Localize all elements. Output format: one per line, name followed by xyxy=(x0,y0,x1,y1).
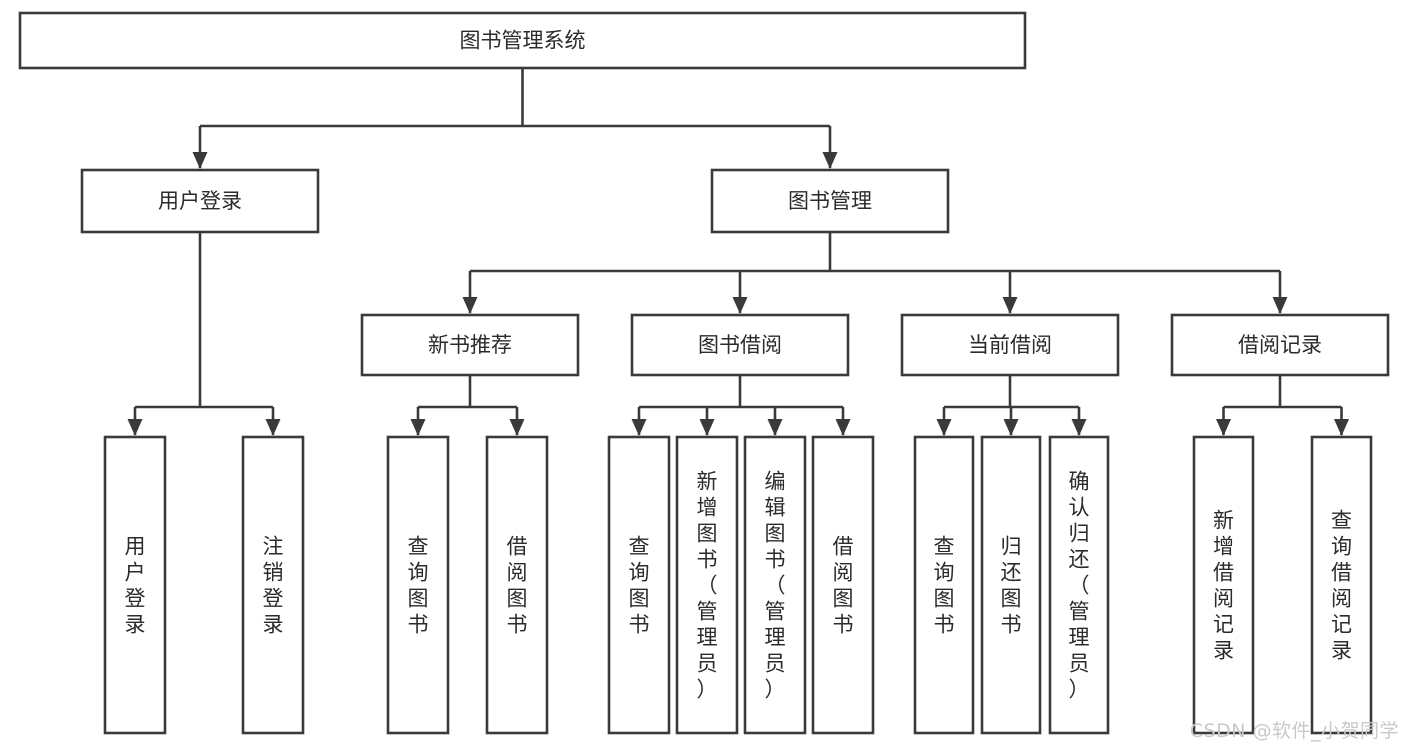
arrow-borrow-record-to-leaf-query-borrow-record xyxy=(1334,419,1349,436)
arrow-user-login-to-leaf-user-logout xyxy=(265,419,281,436)
node-box-book-borrow[interactable] xyxy=(630,313,850,377)
node-label-leaf-query-book-current: 查询图书 xyxy=(934,534,955,636)
arrow-borrow-record-to-leaf-add-borrow-record xyxy=(1216,419,1231,436)
arrow-user-login-to-leaf-user-login xyxy=(127,419,143,436)
arrow-root-to-user-login xyxy=(192,152,208,169)
node-leaf-query-book-current[interactable]: 查询图书 xyxy=(913,435,975,735)
node-label-leaf-user-login: 用户登录 xyxy=(125,534,146,636)
node-label-leaf-add-book-admin: 新增图书（管理员） xyxy=(697,469,718,701)
node-borrow-record[interactable]: 借阅记录 xyxy=(1170,313,1390,377)
node-label-root: 图书管理系统 xyxy=(460,29,586,53)
arrow-current-borrow-to-leaf-confirm-return-admin xyxy=(1071,419,1087,436)
arrow-bookmgmt-to-borrow-record xyxy=(1272,297,1288,314)
node-book-borrow[interactable]: 图书借阅 xyxy=(630,313,850,377)
arrow-book-borrow-to-leaf-add-book-admin xyxy=(699,419,715,436)
node-leaf-return-book[interactable]: 归还图书 xyxy=(980,435,1042,735)
node-box-leaf-query-book-current[interactable] xyxy=(913,435,975,735)
node-leaf-user-login[interactable]: 用户登录 xyxy=(103,435,167,735)
node-box-leaf-confirm-return-admin[interactable] xyxy=(1048,435,1110,735)
arrow-book-borrow-to-leaf-query-book-borrow xyxy=(631,419,647,436)
node-label-leaf-user-logout: 注销登录 xyxy=(263,534,284,636)
arrow-root-to-book-management xyxy=(822,152,838,169)
node-leaf-borrow-book-recommend[interactable]: 借阅图书 xyxy=(485,435,549,735)
node-label-leaf-query-borrow-record: 查询借阅记录 xyxy=(1331,508,1352,662)
node-box-leaf-user-logout[interactable] xyxy=(241,435,305,735)
node-box-leaf-add-book-admin[interactable] xyxy=(675,435,739,735)
node-label-borrow-record: 借阅记录 xyxy=(1238,333,1322,357)
node-leaf-edit-book-admin[interactable]: 编辑图书（管理员） xyxy=(743,435,807,735)
arrow-book-borrow-to-leaf-borrow-book xyxy=(835,419,851,436)
node-box-user-login[interactable] xyxy=(80,168,320,234)
arrow-new-book-recommend-to-leaf-borrow-book-recommend xyxy=(509,419,525,436)
node-user-login[interactable]: 用户登录 xyxy=(80,168,320,234)
node-label-leaf-return-book: 归还图书 xyxy=(1001,534,1022,636)
node-current-borrow[interactable]: 当前借阅 xyxy=(900,313,1120,377)
node-label-leaf-confirm-return-admin: 确认归还（管理员） xyxy=(1069,469,1090,701)
node-book-management[interactable]: 图书管理 xyxy=(710,168,950,234)
node-box-leaf-borrow-book-recommend[interactable] xyxy=(485,435,549,735)
arrow-book-borrow-to-leaf-edit-book-admin xyxy=(767,419,783,436)
node-box-leaf-borrow-book[interactable] xyxy=(811,435,875,735)
connector-layer xyxy=(127,68,1349,436)
arrow-new-book-recommend-to-leaf-query-book-recommend xyxy=(410,419,426,436)
node-box-leaf-query-book-recommend[interactable] xyxy=(386,435,450,735)
arrow-bookmgmt-to-current-borrow xyxy=(1002,297,1018,314)
node-box-current-borrow[interactable] xyxy=(900,313,1120,377)
csdn-watermark: CSDN @软件_小贺同学 xyxy=(1189,720,1399,742)
node-box-new-book-recommend[interactable] xyxy=(360,313,580,377)
arrow-bookmgmt-to-book-borrow xyxy=(732,297,748,314)
node-box-root[interactable] xyxy=(18,11,1027,70)
node-leaf-query-book-recommend[interactable]: 查询图书 xyxy=(386,435,450,735)
node-box-leaf-return-book[interactable] xyxy=(980,435,1042,735)
node-box-leaf-edit-book-admin[interactable] xyxy=(743,435,807,735)
node-box-leaf-query-book-borrow[interactable] xyxy=(607,435,671,735)
node-label-leaf-borrow-book-recommend: 借阅图书 xyxy=(507,534,528,636)
arrow-current-borrow-to-leaf-return-book xyxy=(1003,419,1019,436)
node-label-leaf-edit-book-admin: 编辑图书（管理员） xyxy=(765,469,786,701)
node-leaf-user-logout[interactable]: 注销登录 xyxy=(241,435,305,735)
node-root[interactable]: 图书管理系统 xyxy=(18,11,1027,70)
node-box-leaf-add-borrow-record[interactable] xyxy=(1192,435,1255,735)
node-leaf-add-borrow-record[interactable]: 新增借阅记录 xyxy=(1192,435,1255,735)
node-leaf-query-book-borrow[interactable]: 查询图书 xyxy=(607,435,671,735)
node-label-book-management: 图书管理 xyxy=(788,189,872,213)
node-label-book-borrow: 图书借阅 xyxy=(698,333,782,357)
node-box-book-management[interactable] xyxy=(710,168,950,234)
node-leaf-query-borrow-record[interactable]: 查询借阅记录 xyxy=(1310,435,1373,735)
node-leaf-borrow-book[interactable]: 借阅图书 xyxy=(811,435,875,735)
node-leaf-add-book-admin[interactable]: 新增图书（管理员） xyxy=(675,435,739,735)
node-label-leaf-add-borrow-record: 新增借阅记录 xyxy=(1213,508,1234,662)
node-leaf-confirm-return-admin[interactable]: 确认归还（管理员） xyxy=(1048,435,1110,735)
node-box-leaf-query-borrow-record[interactable] xyxy=(1310,435,1373,735)
node-box-leaf-user-login[interactable] xyxy=(103,435,167,735)
node-new-book-recommend[interactable]: 新书推荐 xyxy=(360,313,580,377)
node-label-new-book-recommend: 新书推荐 xyxy=(428,333,512,357)
node-layer: 图书管理系统用户登录图书管理新书推荐图书借阅当前借阅借阅记录用户登录注销登录查询… xyxy=(18,11,1390,735)
node-label-user-login: 用户登录 xyxy=(158,189,242,213)
node-label-leaf-query-book-recommend: 查询图书 xyxy=(408,534,429,636)
node-label-current-borrow: 当前借阅 xyxy=(968,333,1052,357)
node-label-leaf-borrow-book: 借阅图书 xyxy=(833,534,854,636)
node-box-borrow-record[interactable] xyxy=(1170,313,1390,377)
arrow-current-borrow-to-leaf-query-book-current xyxy=(936,419,952,436)
node-label-leaf-query-book-borrow: 查询图书 xyxy=(629,534,650,636)
arrow-bookmgmt-to-new-book-recommend xyxy=(462,297,478,314)
